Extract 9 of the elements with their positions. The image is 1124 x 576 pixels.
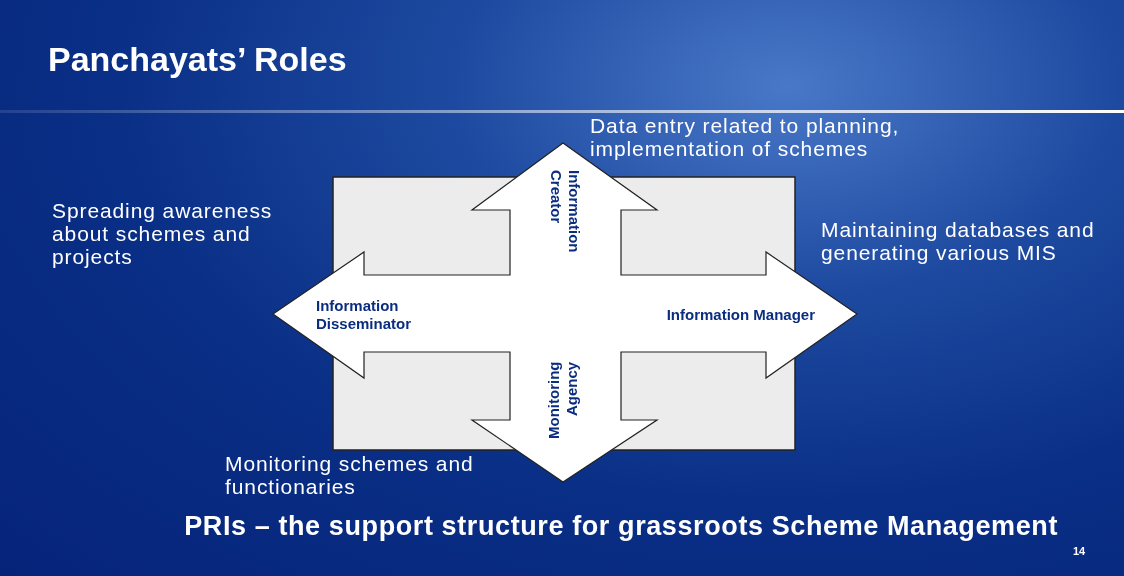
- arm-label: Information Disseminator: [300, 280, 480, 350]
- description-text: Data entry related to planning, implementation of schemes: [590, 114, 901, 160]
- slide-caption: PRIs – the support structure for grassroots Scheme Management: [183, 510, 1058, 543]
- description-text: Spreading awareness about schemes and projects: [52, 199, 274, 268]
- description-text: Maintaining databases and generating various MIS: [821, 218, 1096, 264]
- slide-title: Panchayats’ Roles: [48, 40, 347, 79]
- page-number: 14: [1073, 545, 1086, 557]
- arm-label: Information Manager: [640, 280, 815, 350]
- arm-label: Information Creator: [520, 170, 610, 270]
